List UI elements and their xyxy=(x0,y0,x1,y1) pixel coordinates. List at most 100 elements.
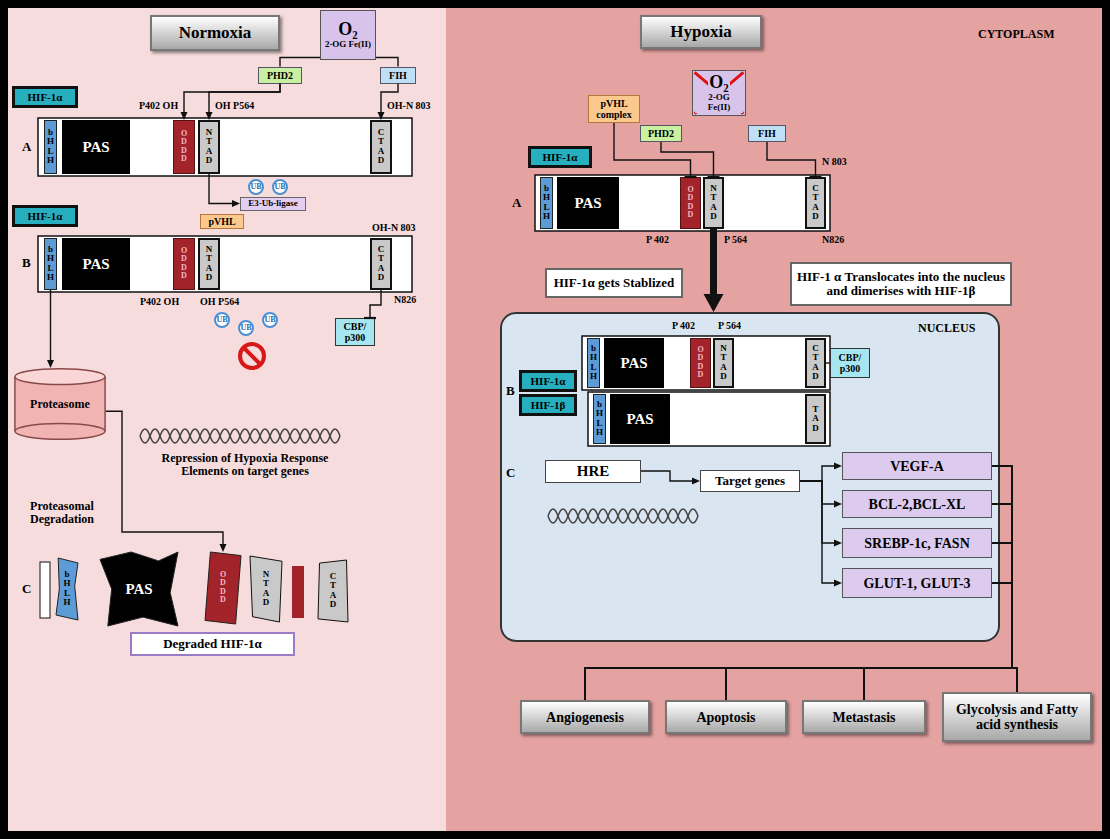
label-box: N826 xyxy=(394,294,416,305)
inhibition-bar xyxy=(364,317,376,319)
domain-fragment: NTAD xyxy=(250,556,282,622)
label-box: B xyxy=(22,256,31,270)
box-text: Apoptosis xyxy=(669,710,783,725)
box-text: PAS xyxy=(606,355,662,372)
box-text: Normoxia xyxy=(154,24,276,43)
element-box: Target genes xyxy=(700,470,800,492)
box-text: CTAD xyxy=(811,184,820,222)
arrowhead xyxy=(834,540,842,547)
note-box: HIF-1α gets Stablized xyxy=(545,268,683,298)
box-text: UB xyxy=(250,183,262,192)
proteasome-cylinder: Proteasome xyxy=(14,368,106,440)
label-box: OH-N 803 xyxy=(387,100,431,111)
box-text: FIH xyxy=(751,128,783,139)
domain-box: NTAD xyxy=(198,120,220,174)
protein-bar xyxy=(582,336,830,390)
inhibition-connector xyxy=(661,142,720,177)
cofactor-box: O₂2-OG Fe(II) xyxy=(320,10,376,60)
box-text: Target genes xyxy=(703,474,797,488)
box-text: CBP/ p300 xyxy=(833,352,867,374)
domain-box: NTAD xyxy=(703,177,724,229)
box-text: HIF-1α xyxy=(17,210,73,222)
box-text: pVHL xyxy=(202,216,242,227)
label-box: A xyxy=(512,196,521,210)
label-box: P 402 xyxy=(672,320,695,331)
box-text: BCL-2,BCL-XL xyxy=(845,497,989,512)
box-text: HIF-1α gets Stablized xyxy=(549,276,679,290)
box-text: ODDD xyxy=(697,346,705,380)
label-box: N 803 xyxy=(822,156,847,167)
box-text: bHLH xyxy=(542,184,551,222)
domain-box: ODDD xyxy=(173,120,195,174)
fragment-sliver xyxy=(40,562,50,618)
proteasome-cylinder-part xyxy=(15,423,105,439)
box-text: NTAD xyxy=(205,245,214,283)
domain-fragment-part xyxy=(205,552,241,624)
domain-fragment: ODDD xyxy=(205,552,241,624)
label-box: OH P564 xyxy=(200,296,239,307)
domain-box: bHLH xyxy=(593,394,606,444)
domain-box: ODDD xyxy=(680,177,701,229)
enzyme-box: FIH xyxy=(748,125,786,142)
domain-box: CTAD xyxy=(805,338,826,388)
protein-label-box: HIF-1α xyxy=(12,86,78,108)
connector xyxy=(641,471,700,485)
arrowhead xyxy=(232,200,240,207)
box-text: UB xyxy=(274,183,286,192)
dna-strand xyxy=(140,429,340,443)
note-box: HIF-1 α Translocates into the nucleus an… xyxy=(790,262,1012,306)
connector-line xyxy=(726,543,1012,700)
inhibition-connector xyxy=(767,142,822,177)
protein-label-box: HIF-1α xyxy=(528,146,592,168)
box-text: Proteasome xyxy=(16,398,104,411)
box-text: bHLH xyxy=(589,344,598,382)
box-text: 2-OG Fe(II) xyxy=(695,93,743,113)
annotation-label: B xyxy=(22,256,31,270)
arrowhead xyxy=(378,112,385,120)
annotation-label: A xyxy=(22,140,31,154)
box-text: ODDD xyxy=(219,571,227,605)
box-text: VEGF-A xyxy=(845,459,989,474)
connector-line xyxy=(726,466,1012,700)
connector xyxy=(800,481,842,547)
box-text: NTAD xyxy=(719,344,728,382)
box-text: HIF-1α xyxy=(524,375,572,387)
target-gene-box: BCL-2,BCL-XL xyxy=(842,490,992,518)
connector-line xyxy=(661,142,714,177)
target-gene-box: GLUT-1, GLUT-3 xyxy=(842,568,992,598)
annotation-label: C xyxy=(506,466,515,480)
cofactor-box-absent-part xyxy=(695,72,744,113)
box-text: UB xyxy=(216,316,228,325)
connector xyxy=(992,466,1017,692)
domain-box: NTAD xyxy=(713,338,734,388)
arrowhead xyxy=(220,544,227,552)
box-text: O₂ xyxy=(323,20,373,40)
element-box: HRE xyxy=(545,460,641,483)
connector-line xyxy=(992,504,1017,692)
connector xyxy=(47,290,54,368)
annotation-label: Proteasomal Degradation xyxy=(10,500,114,526)
annotation-label: N826 xyxy=(394,294,416,305)
connector xyxy=(280,58,320,67)
connector-line xyxy=(800,481,836,504)
box-text: HIF-1α xyxy=(17,91,73,103)
domain-box: PAS xyxy=(62,120,130,174)
connector-line xyxy=(992,466,1017,692)
connector-line xyxy=(800,481,836,583)
connector xyxy=(992,504,1017,692)
outcome-box: Apoptosis xyxy=(665,700,787,734)
proteasome-cylinder-part xyxy=(15,369,105,385)
box-text: PHD2 xyxy=(643,128,679,139)
arrowhead xyxy=(47,360,54,368)
box-text: bHLH xyxy=(46,245,55,283)
connector xyxy=(800,481,842,508)
connector xyxy=(376,58,398,67)
box-text: 2-OG Fe(II) xyxy=(323,40,373,50)
domain-fragment-part xyxy=(56,558,78,620)
connector-line xyxy=(992,583,1017,692)
box-text: Angiogenesis xyxy=(524,710,646,725)
ligase-box: E3-Ub-ligase xyxy=(240,197,306,211)
dna-strand xyxy=(548,509,698,523)
domain-fragment-part xyxy=(318,560,348,622)
annotation-label: OH-N 803 xyxy=(372,222,416,233)
